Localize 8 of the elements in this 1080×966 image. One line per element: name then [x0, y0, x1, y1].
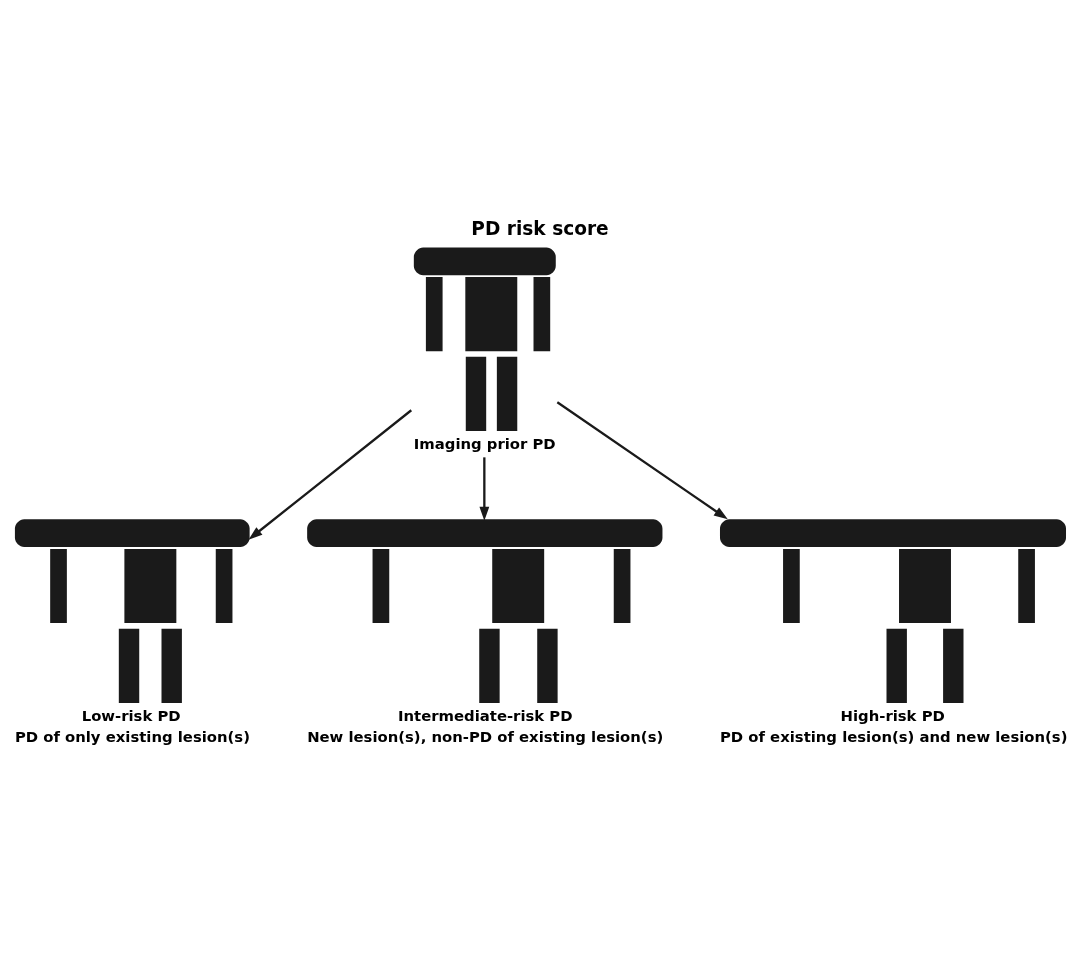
node-label: PD of only existing lesion(s): [14, 727, 250, 745]
node-label: PD of existing lesion(s) and new lesion(s): [719, 727, 1068, 745]
node-label: Low-risk PD: [81, 706, 181, 724]
node-label: Intermediate-risk PD: [398, 706, 573, 724]
node-label: High-risk PD: [840, 706, 945, 724]
node-label: Imaging prior PD: [413, 434, 556, 452]
diagram-title: PD risk score: [471, 217, 609, 239]
node-label: New lesion(s), non-PD of existing lesion(s): [307, 727, 664, 745]
